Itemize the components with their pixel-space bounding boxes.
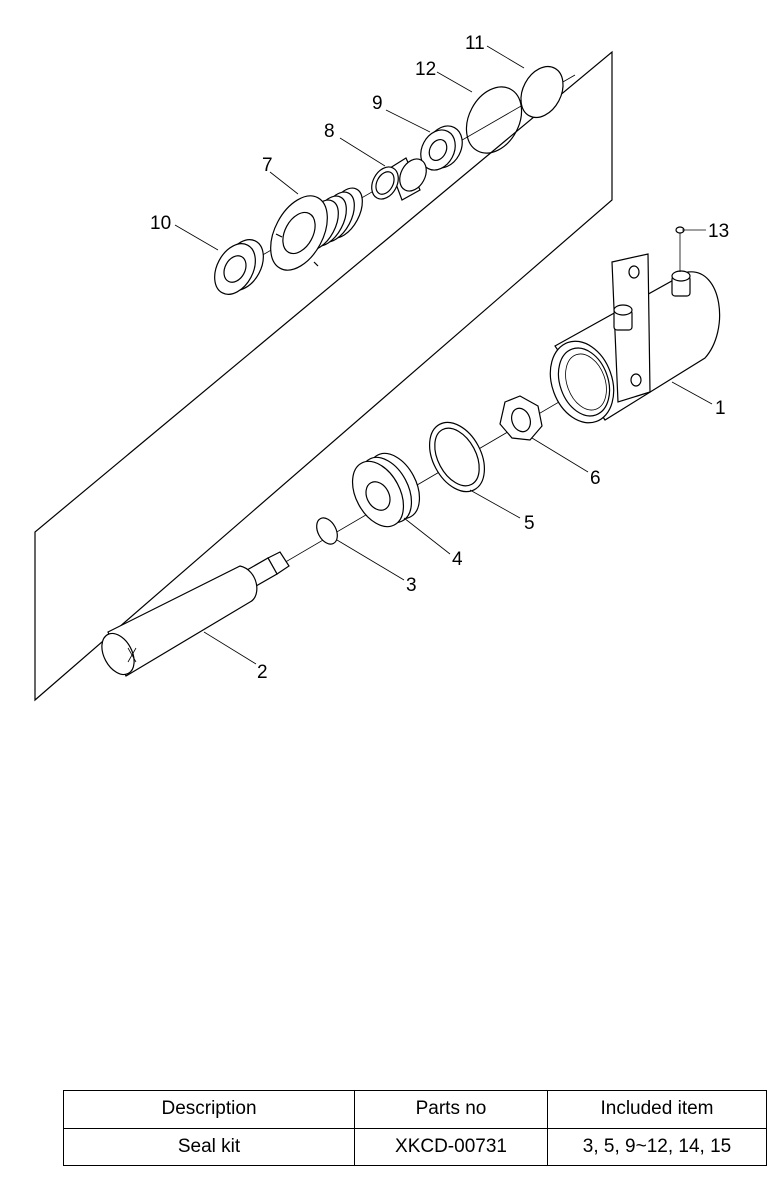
- callout-12: 12: [415, 59, 436, 80]
- callout-8: 8: [324, 121, 335, 142]
- cell-parts-no: XKCD-00731: [354, 1127, 548, 1166]
- callout-4: 4: [452, 549, 463, 570]
- part-6-nut: [499, 395, 543, 441]
- table-header-row: Description Parts no Included item: [63, 1090, 767, 1129]
- part-13-plug: [675, 226, 685, 272]
- part-3-oring: [316, 517, 338, 545]
- part-11-oring: [520, 65, 564, 119]
- seal-kit-table: Description Parts no Included item Seal …: [63, 1090, 767, 1166]
- callout-3: 3: [406, 575, 417, 596]
- assembly-boundary: [34, 50, 613, 702]
- part-7-gland: [270, 187, 363, 271]
- exploded-parts-diagram: 1 2 3 4 5 6 7 8 9 10 11 12 13: [34, 33, 729, 702]
- callout-6: 6: [590, 468, 601, 489]
- header-included-item: Included item: [547, 1090, 767, 1129]
- callout-5: 5: [524, 513, 535, 534]
- part-12-oring: [465, 86, 523, 154]
- table-row: Seal kit XKCD-00731 3, 5, 9~12, 14, 15: [63, 1127, 767, 1166]
- header-description: Description: [63, 1090, 355, 1129]
- callout-11: 11: [465, 33, 485, 54]
- callout-7: 7: [262, 155, 273, 176]
- part-10-wiper: [214, 239, 264, 295]
- part-1-cylinder-tube: [549, 253, 721, 424]
- callout-10: 10: [150, 213, 171, 234]
- callout-1: 1: [715, 398, 726, 419]
- part-4-piston: [351, 452, 421, 528]
- callout-13: 13: [708, 221, 729, 242]
- leader-lines: [174, 45, 713, 665]
- callout-2: 2: [257, 662, 268, 683]
- header-parts-no: Parts no: [354, 1090, 548, 1129]
- cell-description: Seal kit: [63, 1127, 355, 1166]
- cell-included-item: 3, 5, 9~12, 14, 15: [547, 1127, 767, 1166]
- part-2-piston-rod: [101, 551, 290, 677]
- callout-9: 9: [372, 93, 383, 114]
- part-8-bushing: [371, 157, 427, 201]
- part-9-washer: [420, 125, 463, 171]
- part-5-backup-ring: [428, 421, 486, 493]
